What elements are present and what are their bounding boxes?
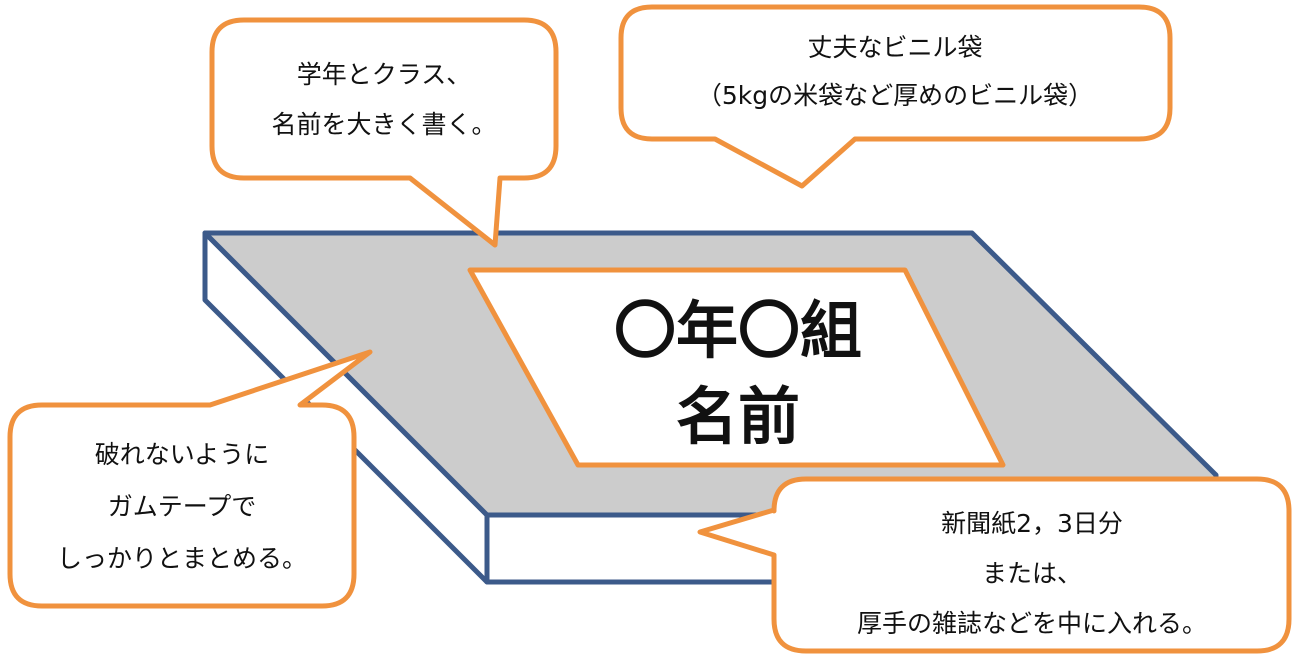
callout-name-bubble bbox=[209, 17, 559, 248]
callout-paper: 新聞紙2，3日分 または、 厚手の雑誌などを中に入れる。 bbox=[697, 476, 1292, 654]
callout-name-line-1: 学年とクラス、 bbox=[297, 60, 472, 89]
callout-bag-line-1: 丈夫なビニル袋 bbox=[807, 33, 982, 62]
callout-paper-bubble bbox=[697, 476, 1292, 654]
callout-tape-line-3: しっかりとまとめる。 bbox=[57, 544, 307, 573]
callout-bag-line-2: （5kgの米袋など厚めのビニル袋） bbox=[697, 81, 1093, 110]
callout-tape: 破れないように ガムテープで しっかりとまとめる。 bbox=[7, 349, 373, 609]
callout-tape-line-2: ガムテープで bbox=[108, 492, 257, 521]
callout-bag-bubble bbox=[618, 4, 1173, 189]
callout-name-line-2: 名前を大きく書く。 bbox=[271, 110, 496, 139]
name-label-name: 名前 bbox=[676, 380, 800, 453]
callout-paper-line-1: 新聞紙2，3日分 bbox=[941, 509, 1123, 538]
callout-bag: 丈夫なビニル袋 （5kgの米袋など厚めのビニル袋） bbox=[618, 4, 1173, 189]
callout-paper-line-3: 厚手の雑誌などを中に入れる。 bbox=[857, 609, 1207, 638]
name-label-class: 〇年〇組 bbox=[614, 294, 862, 367]
callout-paper-line-2: または、 bbox=[982, 559, 1082, 588]
name-label-card bbox=[467, 267, 1006, 468]
callout-tape-bubble bbox=[7, 349, 373, 609]
name-label: 〇年〇組 名前 bbox=[467, 267, 1006, 468]
callout-name: 学年とクラス、 名前を大きく書く。 bbox=[209, 17, 559, 248]
callout-tape-line-1: 破れないように bbox=[95, 440, 270, 469]
